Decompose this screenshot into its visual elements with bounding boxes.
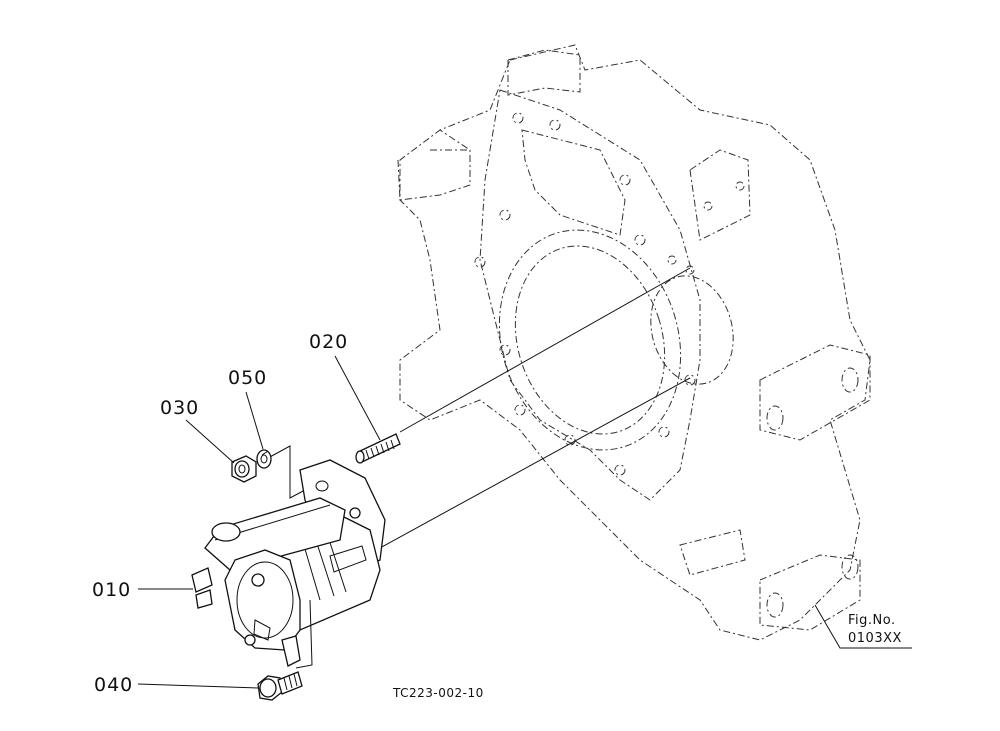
callout-010[interactable]: 010	[92, 579, 131, 601]
leader-040	[137, 683, 259, 689]
figure-label-line1: Fig.No.	[848, 613, 896, 628]
starter-motor-part-010[interactable]	[191, 459, 386, 669]
callout-040[interactable]: 040	[94, 674, 133, 696]
leader-030	[185, 419, 235, 464]
labels: 020 050 030 010 040 Fig.No. 0103XX TC223…	[92, 331, 902, 700]
stud-part-020[interactable]	[355, 433, 401, 464]
assembly-lines	[267, 267, 691, 549]
leader-020	[334, 355, 381, 441]
callout-020[interactable]: 020	[309, 331, 348, 353]
drawing-code: TC223-002-10	[392, 686, 484, 700]
leader-lines	[137, 355, 912, 689]
figure-number: 0103XX	[848, 631, 902, 646]
leader-050	[245, 391, 264, 450]
flywheel-housing-phantom	[397, 44, 871, 641]
nut-part-030[interactable]	[231, 455, 257, 483]
bolt-part-040[interactable]	[257, 671, 303, 701]
leader-figure	[814, 604, 912, 649]
washer-part-050[interactable]	[256, 449, 272, 469]
callout-030[interactable]: 030	[160, 397, 199, 419]
callout-050[interactable]: 050	[228, 367, 267, 389]
